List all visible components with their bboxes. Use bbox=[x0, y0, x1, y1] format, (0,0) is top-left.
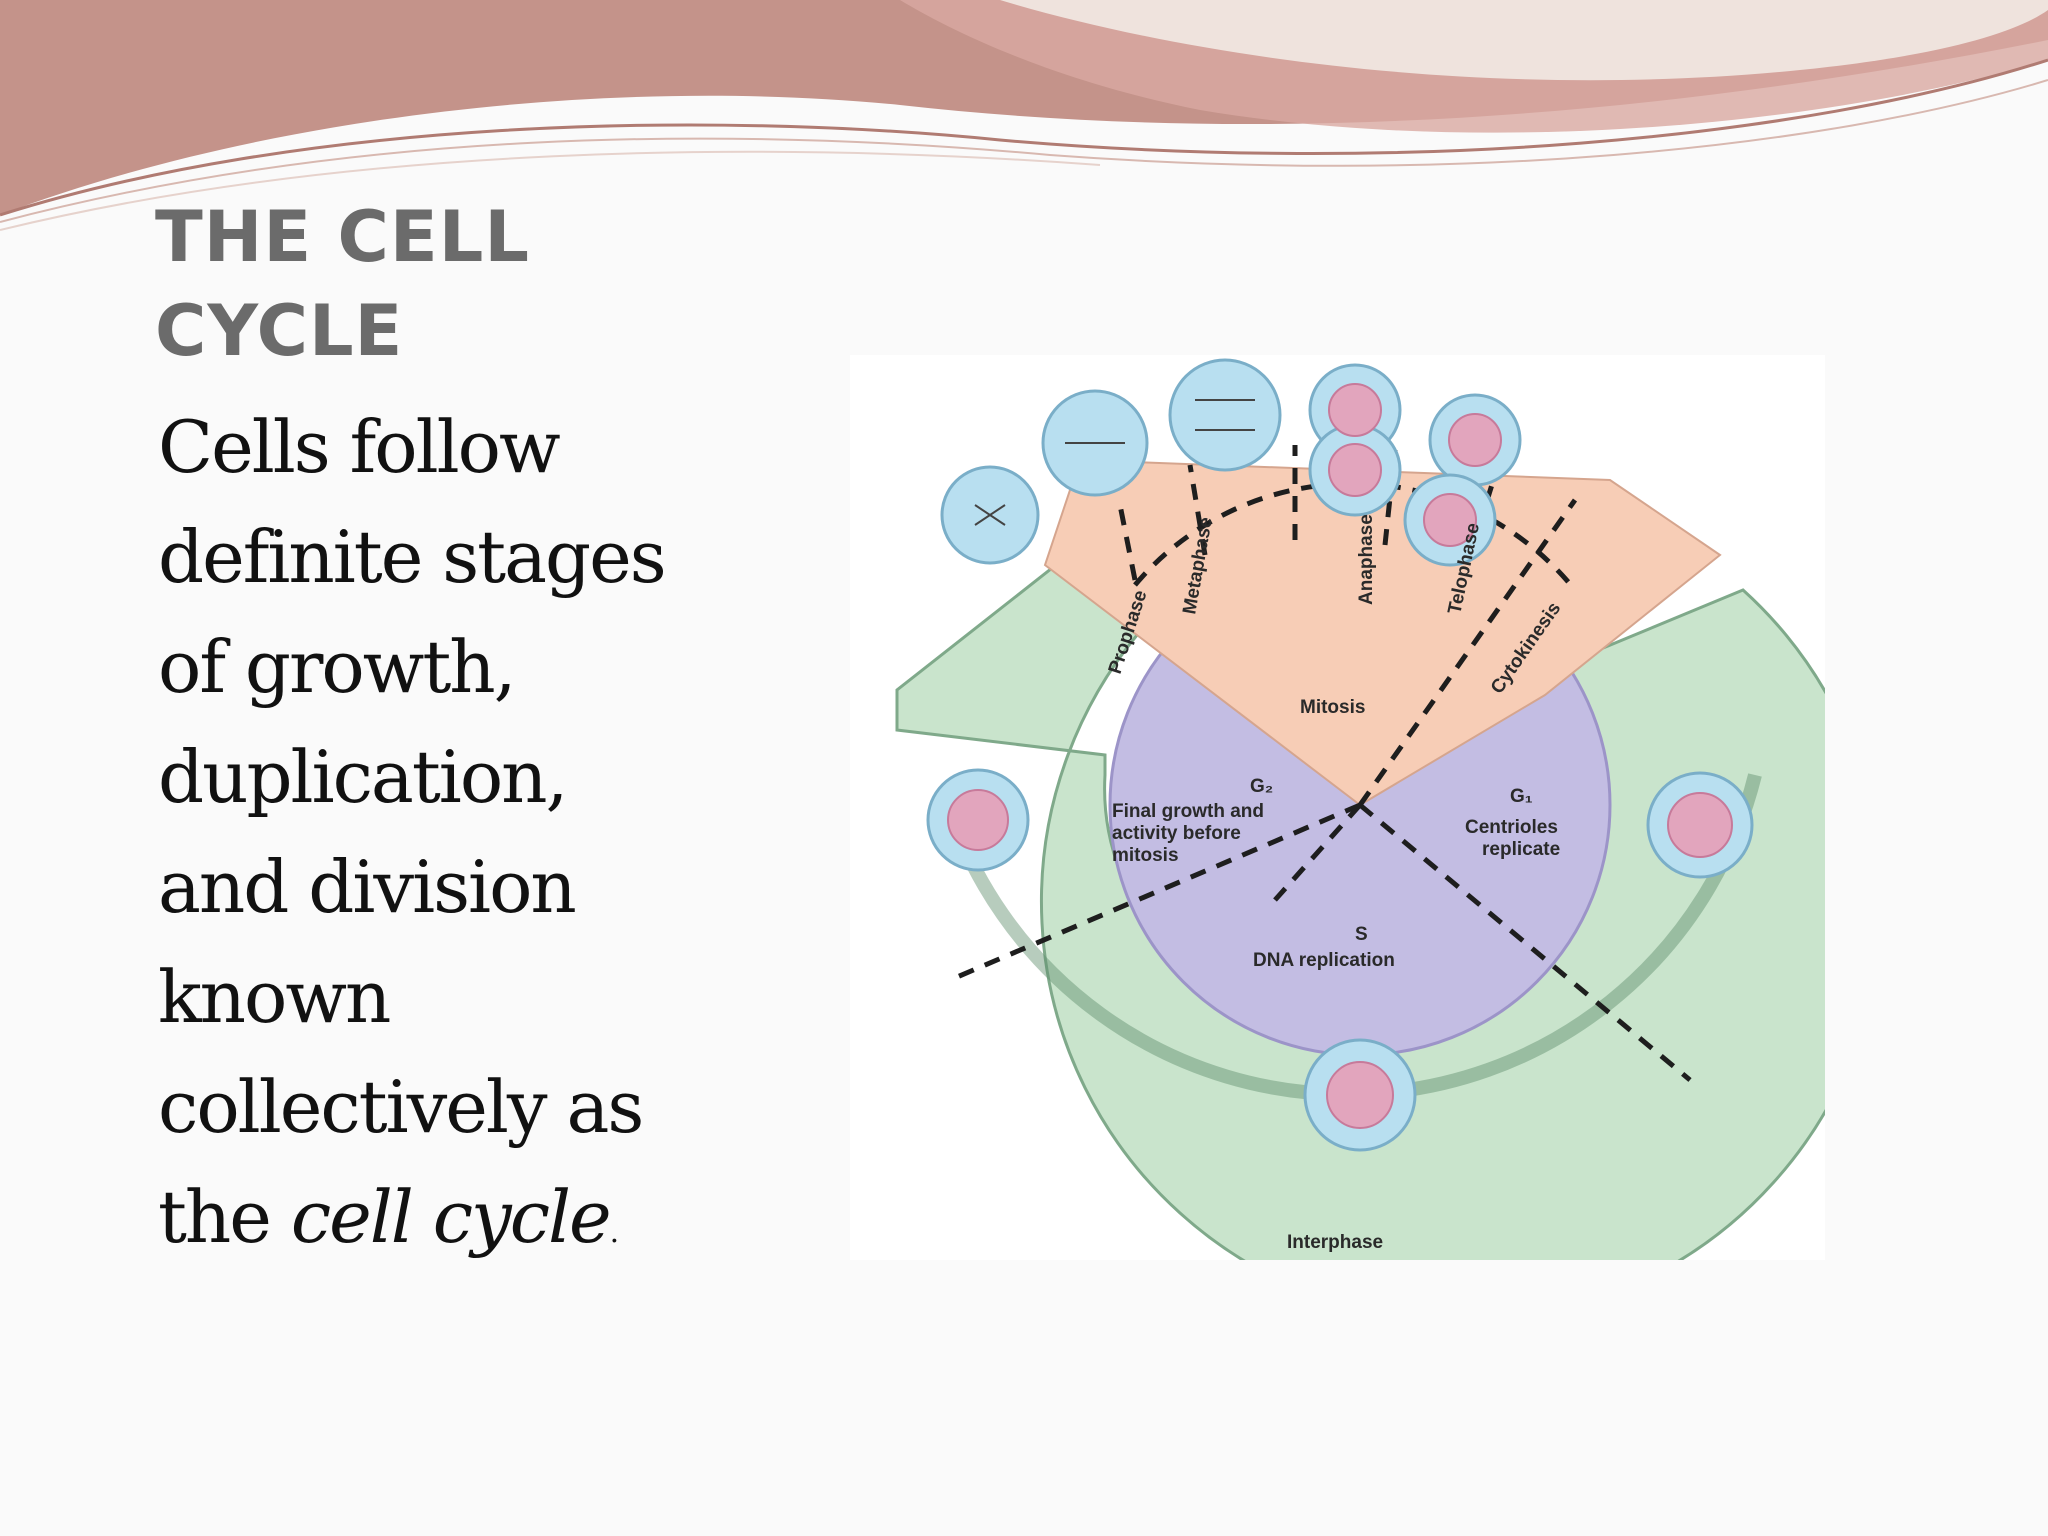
cell-cycle-term: cell cycle bbox=[290, 1175, 612, 1259]
label-g2-line2: activity before bbox=[1112, 823, 1241, 844]
label-g1-title: G₁ bbox=[1510, 786, 1533, 807]
anaphase-cell bbox=[1168, 358, 1282, 472]
body-period: . bbox=[609, 1215, 619, 1250]
mitosis-fan bbox=[1043, 458, 1722, 807]
body-line-3: of growth, bbox=[158, 625, 517, 709]
label-interphase: Interphase bbox=[1287, 1232, 1383, 1253]
label-g2-title: G₂ bbox=[1250, 776, 1273, 797]
title-line-1: THE CELL bbox=[155, 196, 530, 278]
label-anaphase: Anaphase bbox=[1356, 514, 1377, 605]
label-g2-line1: Final growth and bbox=[1112, 801, 1264, 822]
label-g1-line2: replicate bbox=[1482, 839, 1560, 860]
header-wave-decoration bbox=[0, 0, 2048, 231]
body-line-1: Cells follow bbox=[158, 405, 561, 489]
title-line-2: CYCLE bbox=[155, 290, 404, 372]
body-line-6: known bbox=[158, 955, 391, 1039]
slide-title: THE CELL CYCLE bbox=[155, 190, 715, 378]
body-line-4: duplication, bbox=[158, 735, 568, 819]
label-s-line1: DNA replication bbox=[1253, 950, 1395, 971]
label-g1-line1: Centrioles bbox=[1465, 817, 1558, 838]
label-g2-line3: mitosis bbox=[1112, 845, 1179, 866]
body-line-8-prefix: the bbox=[158, 1175, 291, 1259]
slide-body-text: Cells follow definite stages of growth, … bbox=[158, 392, 798, 1288]
cell-cycle-diagram: Prophase Metaphase Anaphase Telophase Cy… bbox=[850, 355, 1825, 1260]
label-mitosis: Mitosis bbox=[1300, 697, 1365, 718]
label-s-title: S bbox=[1355, 924, 1368, 945]
body-line-7: collectively as bbox=[158, 1065, 644, 1149]
body-line-5: and division bbox=[158, 845, 577, 929]
body-line-2: definite stages bbox=[158, 515, 667, 599]
